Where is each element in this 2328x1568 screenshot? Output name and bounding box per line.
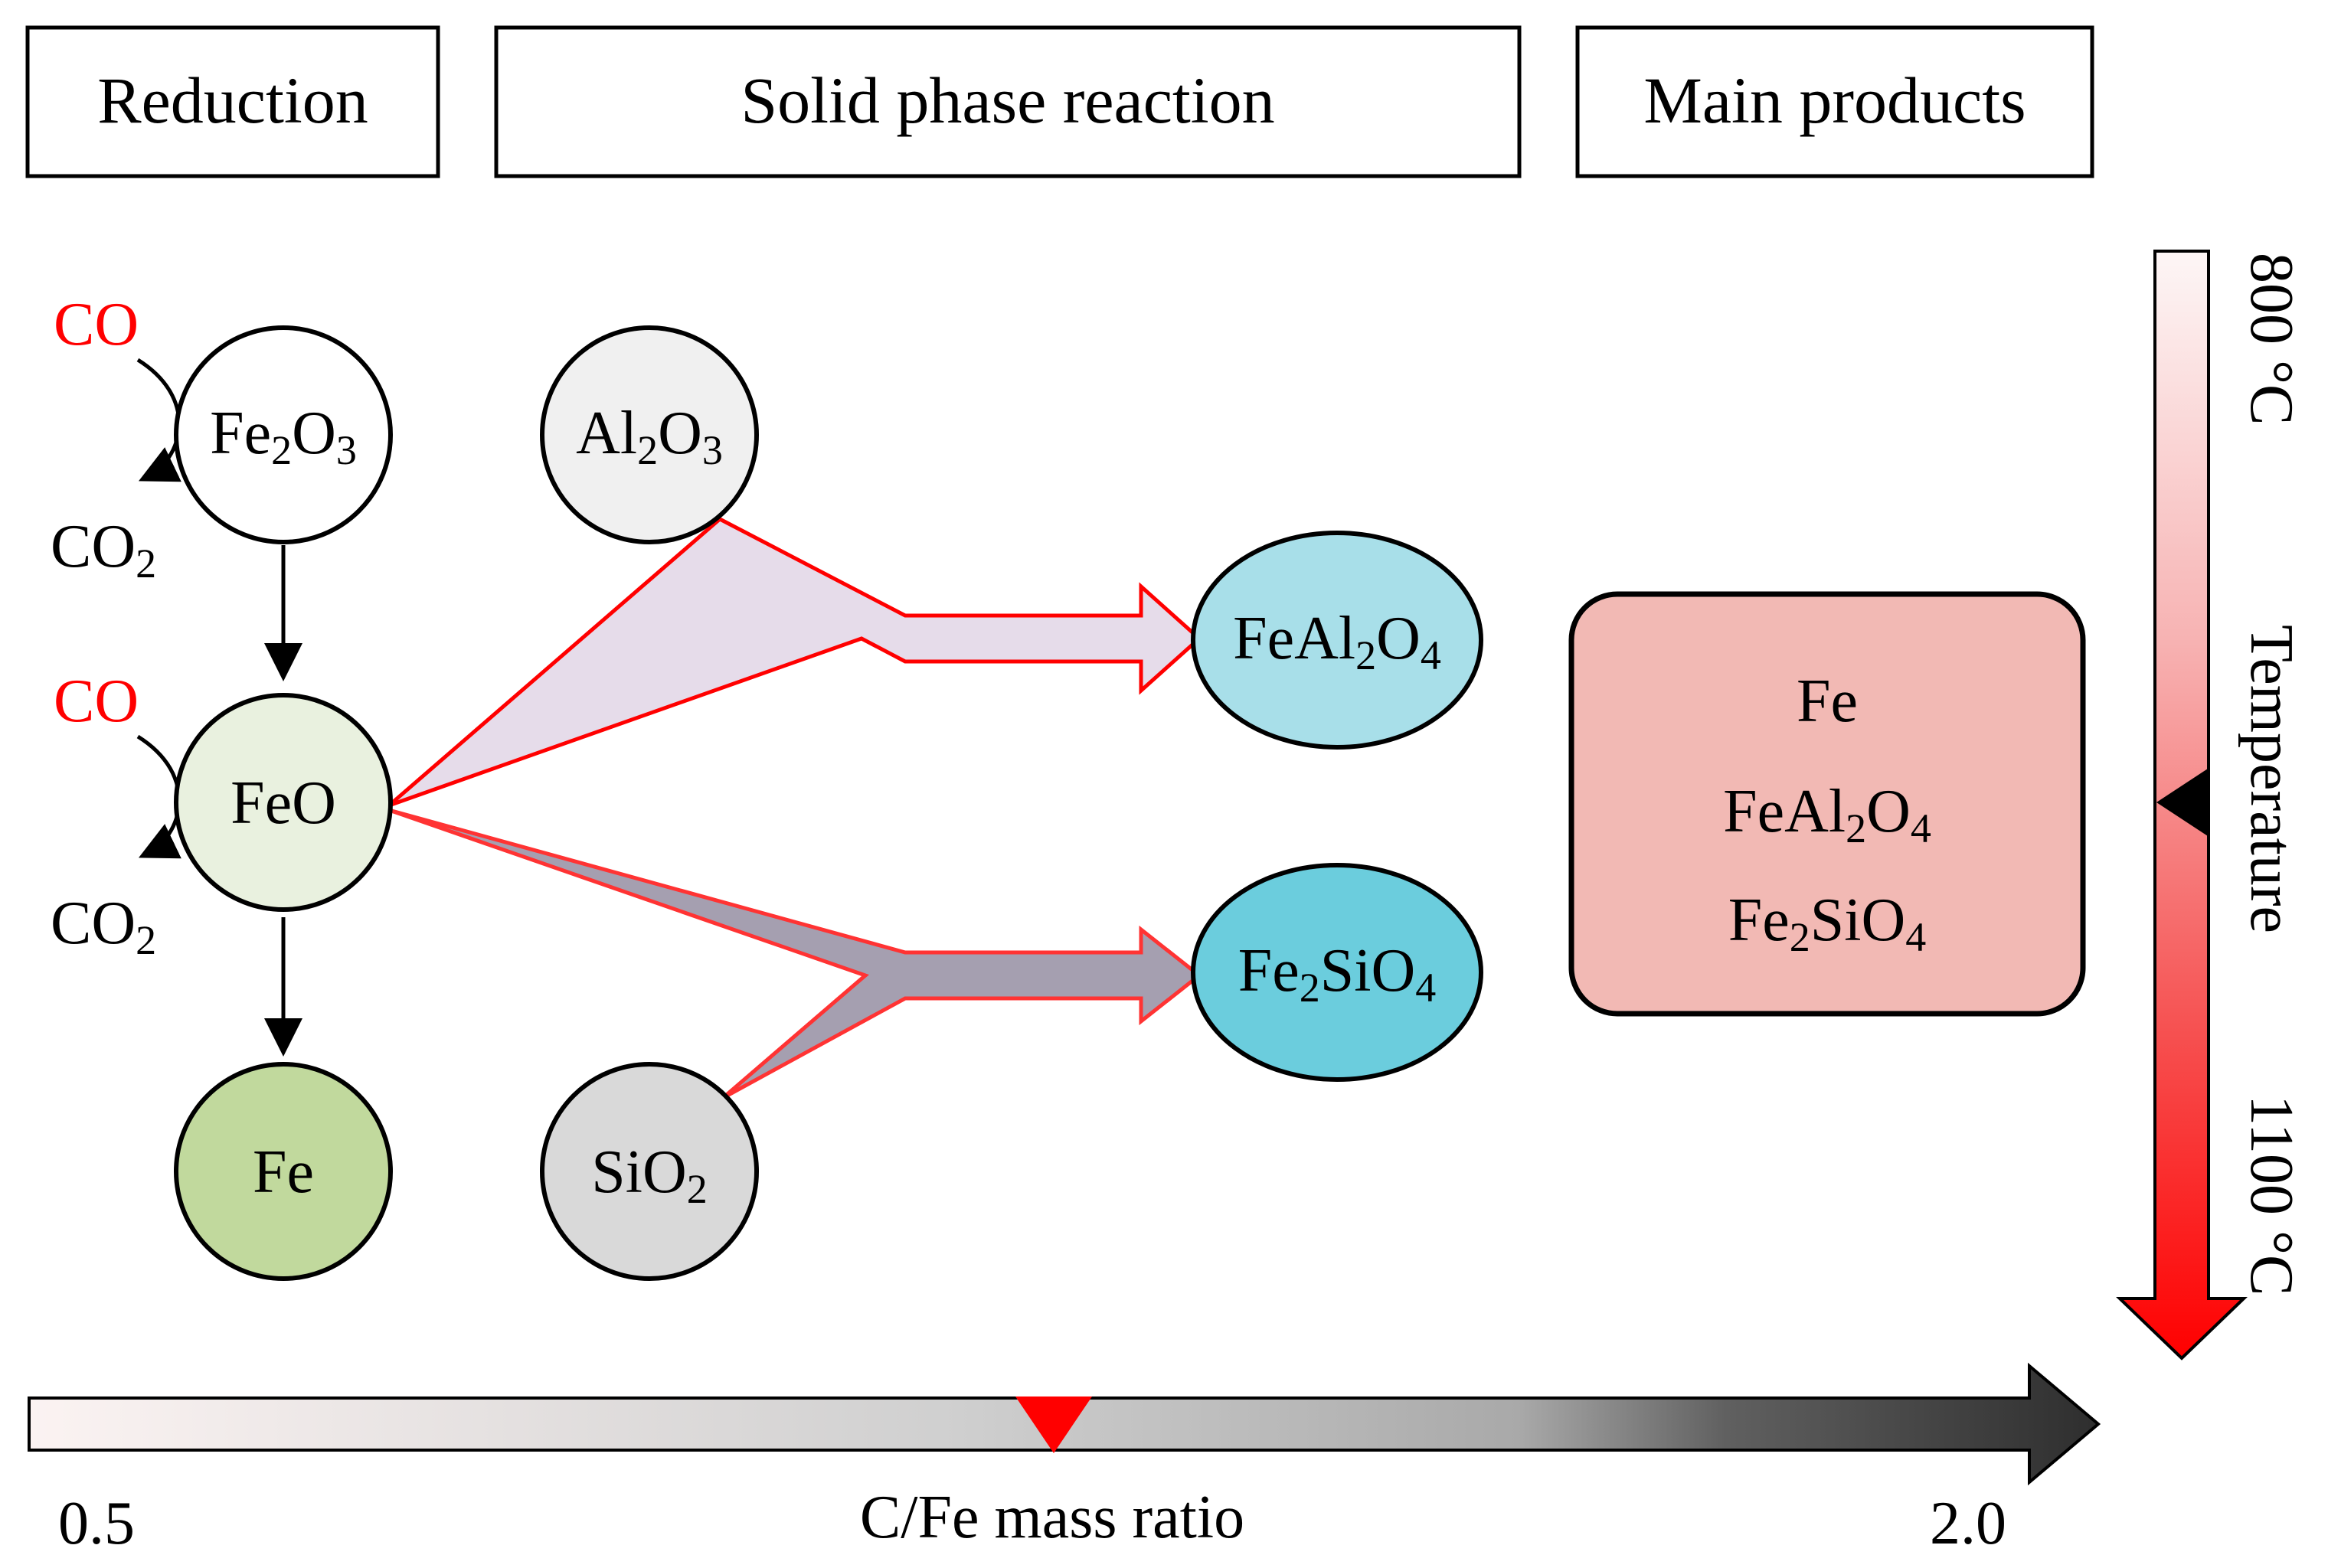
co2-label-mid: CO2	[51, 890, 156, 963]
header-main-products: Main products	[1575, 25, 2094, 178]
temperature-top-label: 800 °C	[2238, 253, 2305, 425]
product-feal2o4: FeAl2O4	[1723, 778, 1931, 851]
ratio-bar: 0.5 C/Fe mass ratio 2.0	[28, 1362, 2101, 1557]
temperature-bottom-label: 1100 °C	[2238, 1095, 2305, 1295]
ratio-axis-label: C/Fe mass ratio	[860, 1484, 1244, 1551]
co2-label-top: CO2	[51, 513, 156, 586]
node-fe-label: Fe	[253, 1138, 314, 1206]
product-fe: Fe	[1797, 668, 1858, 735]
node-fe2sio4-label: Fe2SiO4	[1238, 937, 1437, 1011]
ratio-min-label: 0.5	[58, 1490, 135, 1557]
node-fe2sio4: Fe2SiO4	[1191, 863, 1483, 1082]
ratio-max-label: 2.0	[1930, 1490, 2006, 1557]
node-fe2o3-label: Fe2O3	[210, 400, 357, 473]
fork-arrow-feal2o4	[387, 516, 1202, 808]
header-reduction: Reduction	[25, 25, 440, 178]
co2-mid-text: CO	[51, 890, 136, 957]
curved-arrow-mid	[136, 734, 181, 859]
header-solid-phase-label: Solid phase reaction	[741, 64, 1274, 137]
curved-arrow-top	[136, 358, 181, 482]
header-solid-phase-reaction: Solid phase reaction	[494, 25, 1522, 178]
header-reduction-label: Reduction	[97, 64, 368, 137]
temperature-axis-label: Temperature	[2238, 625, 2305, 933]
header-main-products-label: Main products	[1643, 64, 2026, 137]
node-sio2: SiO2	[540, 1062, 759, 1281]
co-label-mid: CO	[54, 668, 139, 735]
node-fe: Fe	[174, 1062, 393, 1281]
temperature-bar: 800 °C Temperature 1100 °C	[2116, 250, 2305, 1361]
node-al2o3: Al2O3	[540, 325, 759, 544]
node-al2o3-label: Al2O3	[576, 400, 723, 473]
node-sio2-label: SiO2	[591, 1138, 708, 1212]
node-fe2o3: Fe2O3	[174, 325, 393, 544]
node-feal2o4: FeAl2O4	[1191, 531, 1483, 750]
product-fe2sio4: Fe2SiO4	[1728, 887, 1927, 960]
ratio-marker	[1015, 1396, 1092, 1453]
node-feal2o4-label: FeAl2O4	[1233, 605, 1441, 678]
temperature-marker	[2156, 767, 2210, 838]
node-feo-label: FeO	[231, 769, 336, 837]
co2-top-sub: 2	[136, 541, 156, 586]
fork-arrow-fe2sio4	[388, 808, 1203, 1100]
co2-top-text: CO	[51, 513, 136, 580]
node-feo: FeO	[174, 693, 393, 912]
products-box: Fe FeAl2O4 Fe2SiO4	[1568, 591, 2086, 1017]
co2-mid-sub: 2	[136, 917, 156, 963]
co-label-top: CO	[54, 291, 139, 358]
